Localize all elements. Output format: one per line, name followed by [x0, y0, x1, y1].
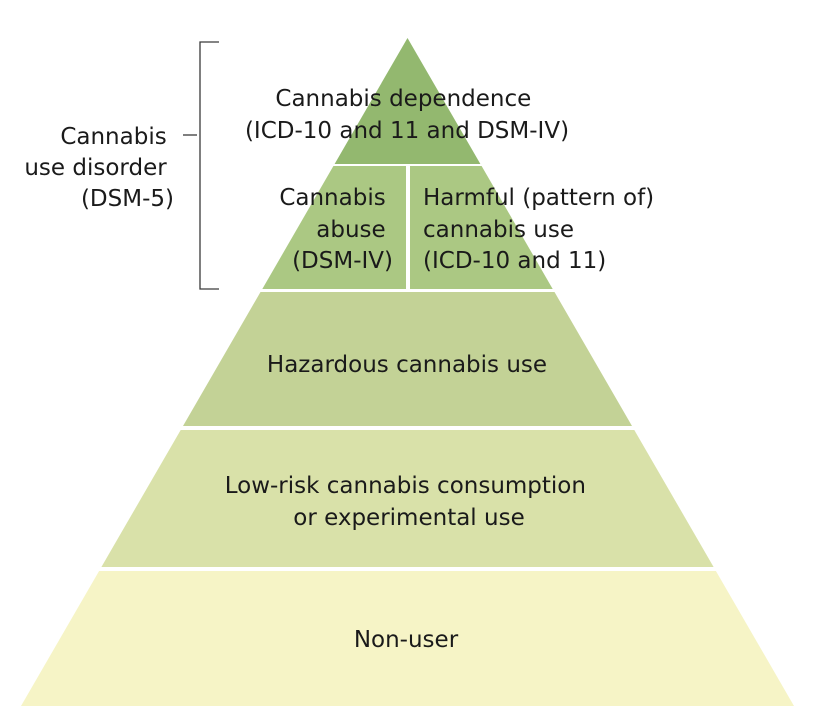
tier-abuse-label: Cannabis abuse (DSM-IV) — [279, 185, 393, 274]
tier-label-line: Harmful (pattern of) — [423, 185, 654, 211]
tier-label-line: Cannabis — [279, 185, 385, 211]
bracket-label-line: (DSM-5) — [81, 186, 174, 212]
tier-label-line: (DSM-IV) — [292, 248, 393, 274]
tier-label-line: Low-risk cannabis consumption — [225, 473, 586, 499]
bracket-label-line: Cannabis — [60, 124, 166, 150]
tier-label-line: cannabis use — [423, 217, 574, 243]
dsm5-bracket — [183, 41, 219, 290]
tier-low-risk-label: Low-risk cannabis consumption or experim… — [225, 473, 594, 531]
tier-label-line: abuse — [316, 217, 385, 243]
bracket-line — [199, 41, 219, 290]
tier-label-line: (ICD-10 and 11) — [423, 248, 606, 274]
tier-hazardous-shape — [183, 292, 632, 426]
tier-label-line: Cannabis dependence — [275, 86, 531, 112]
bracket-label-line: use disorder — [24, 155, 167, 181]
tier-harmful-label: Harmful (pattern of) cannabis use (ICD-1… — [423, 185, 661, 274]
tier-label-line: (ICD-10 and 11 and DSM-IV) — [245, 118, 569, 144]
tier-non-user-shape — [21, 571, 794, 706]
tier-dependence-shape — [334, 38, 481, 164]
tier-label-line: Non-user — [354, 627, 459, 653]
tier-harmful-shape — [410, 166, 553, 289]
bracket-label: Cannabis use disorder (DSM-5) — [24, 124, 174, 212]
tier-hazardous-label: Hazardous cannabis use — [267, 352, 547, 378]
tier-non-user-label: Non-user — [354, 627, 459, 653]
tier-low-risk-shape — [101, 430, 714, 567]
tier-label-line: Hazardous cannabis use — [267, 352, 547, 378]
tier-label-line: or experimental use — [293, 505, 524, 531]
tier-dependence-label: Cannabis dependence (ICD-10 and 11 and D… — [245, 86, 569, 144]
tier-abuse-shape — [262, 166, 406, 289]
